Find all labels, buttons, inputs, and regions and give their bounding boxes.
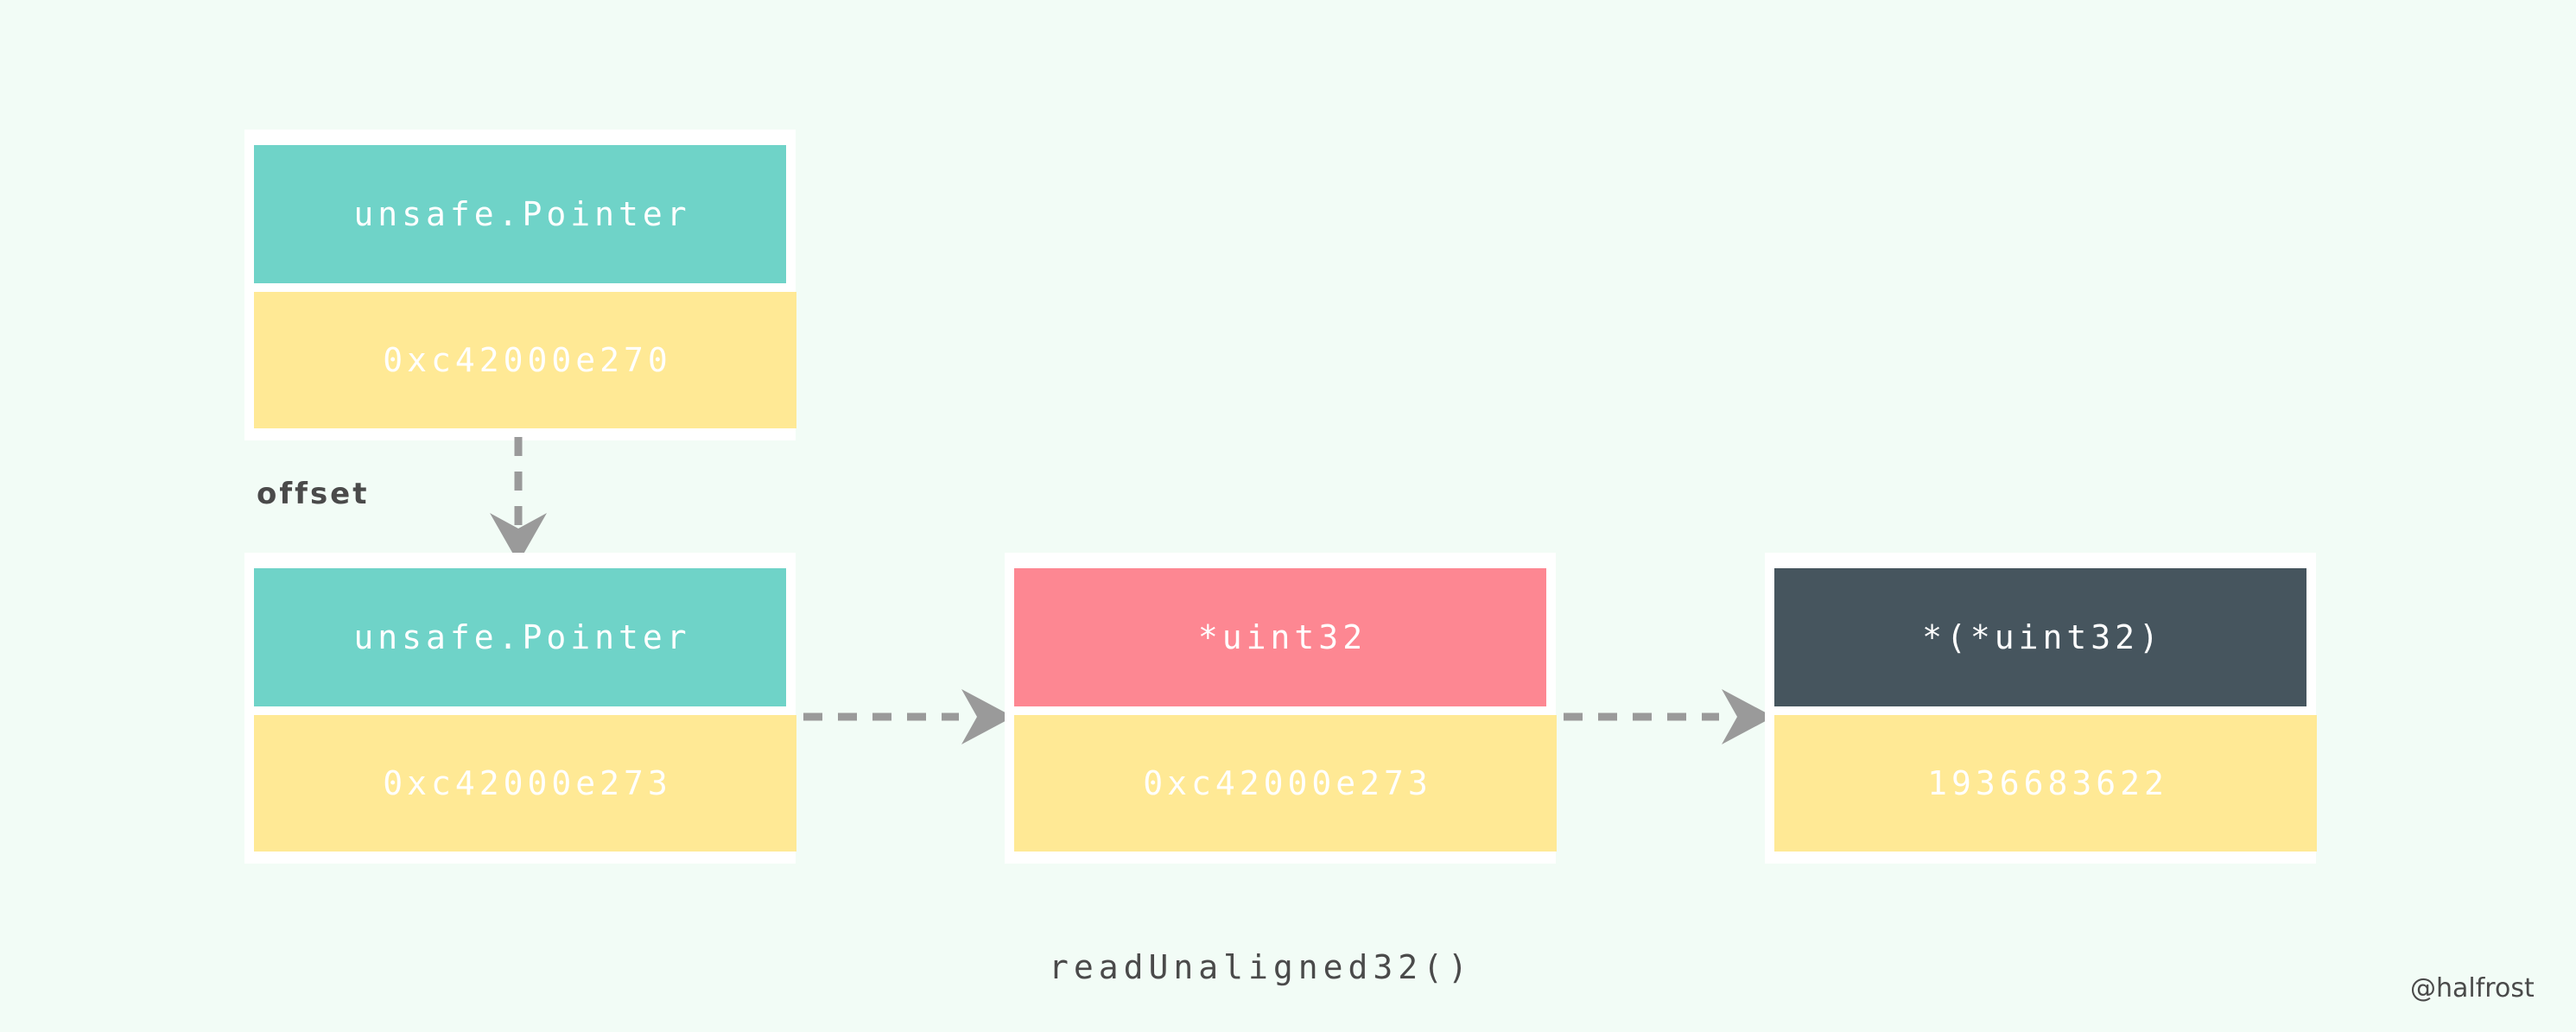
node-value-cell: 0xc42000e270: [254, 292, 796, 428]
deref-arrow: [1564, 689, 1773, 744]
offset-label: offset: [257, 477, 370, 511]
cast-arrow: [803, 689, 1013, 744]
node-source-pointer: unsafe.Pointer 0xc42000e270: [244, 130, 796, 440]
node-uint32-pointer: *uint32 0xc42000e273: [1005, 553, 1557, 864]
node-value-cell: 1936683622: [1774, 715, 2317, 852]
diagram-caption: readUnaligned32(): [1049, 948, 1473, 986]
node-value-cell: 0xc42000e273: [1014, 715, 1557, 852]
node-uint32-deref: *(*uint32) 1936683622: [1765, 553, 2317, 864]
node-type-cell: unsafe.Pointer: [254, 568, 786, 706]
node-type-cell: unsafe.Pointer: [254, 145, 786, 283]
node-offset-pointer: unsafe.Pointer 0xc42000e273: [244, 553, 796, 864]
node-type-cell: *uint32: [1014, 568, 1546, 706]
watermark: @halfrost: [2410, 973, 2535, 1004]
node-value-cell: 0xc42000e273: [254, 715, 796, 852]
node-type-cell: *(*uint32): [1774, 568, 2306, 706]
offset-arrow: [490, 437, 547, 563]
